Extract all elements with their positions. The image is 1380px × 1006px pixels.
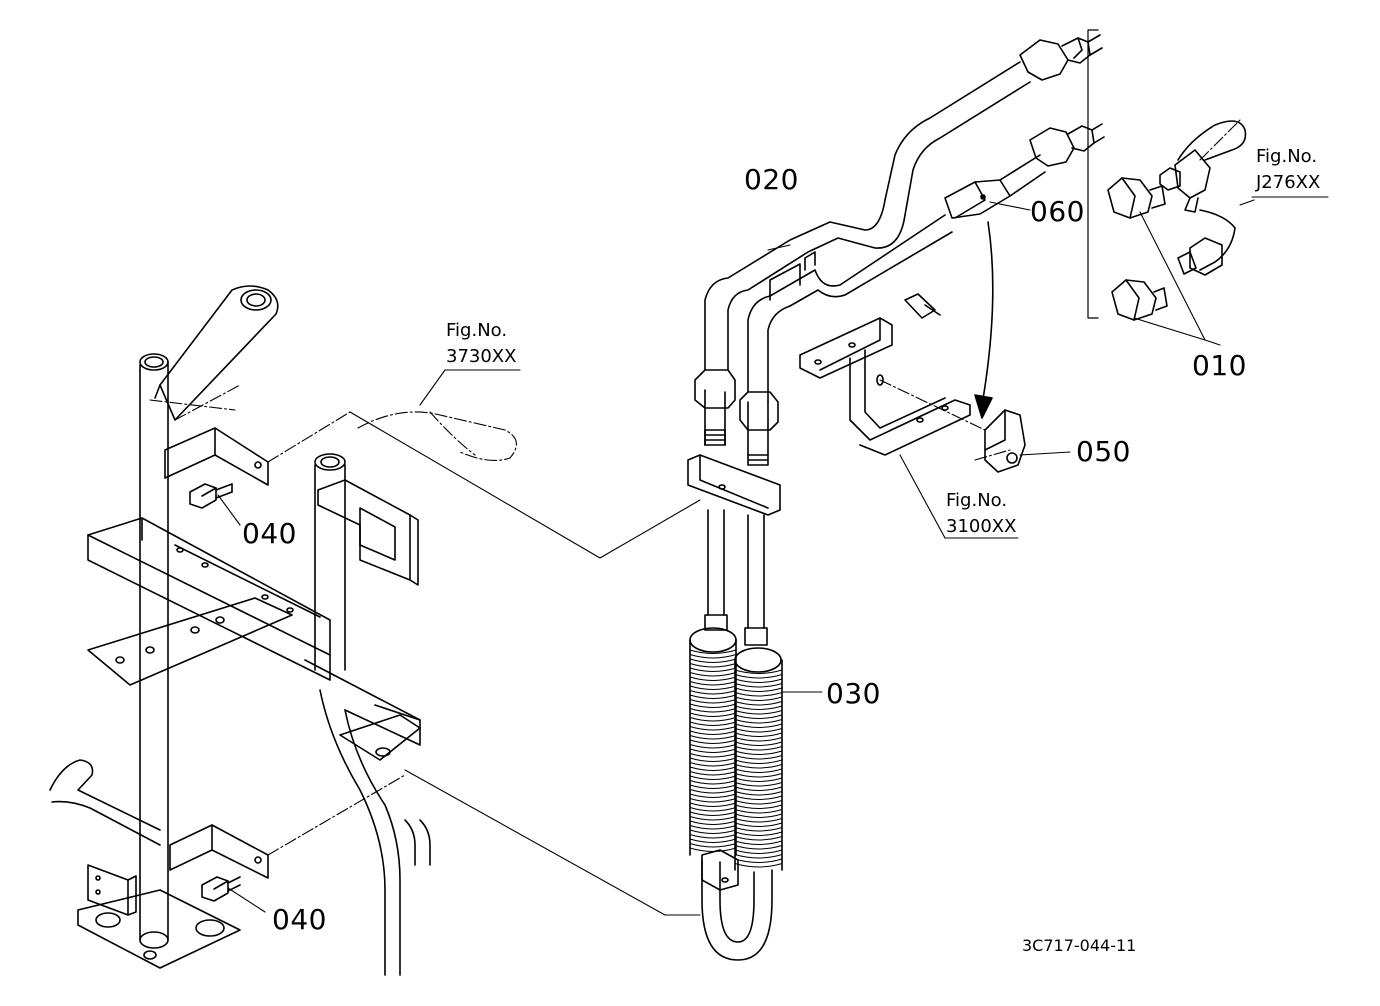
leader-lines <box>217 196 1329 916</box>
part-label-040-upper: 040 <box>242 517 297 550</box>
cooler-fins <box>689 649 783 868</box>
oil-cooler-assembly <box>687 369 783 961</box>
assembly-arrow <box>981 221 994 406</box>
figure-ref-3730-code: 3730XX <box>446 346 517 367</box>
part-label-060: 060 <box>1030 195 1085 228</box>
reference-lines <box>149 119 1241 856</box>
figure-ref-j276-prefix: Fig.No. <box>1256 146 1318 167</box>
figure-ref-3730-prefix: Fig.No. <box>446 320 508 341</box>
part-label-010: 010 <box>1192 349 1247 382</box>
figure-ref-3100-prefix: Fig.No. <box>946 490 1008 511</box>
figure-ref-3100-code: 3100XX <box>946 516 1017 537</box>
mount-bracket <box>799 293 971 456</box>
bolt-lower-icon <box>201 876 241 902</box>
arrow-head-icon <box>974 394 993 419</box>
part-label-050: 050 <box>1076 435 1131 468</box>
adapter-fittings <box>1087 29 1247 321</box>
figure-ref-j276-code: J276XX <box>1256 172 1321 193</box>
bolt-upper-icon <box>189 483 233 509</box>
frame-assembly <box>49 285 431 976</box>
drawing-id: 3C717-044-11 <box>1022 936 1137 955</box>
part-label-020: 020 <box>744 163 799 196</box>
pipe-clamp-icon <box>984 409 1026 473</box>
part-label-040-lower: 040 <box>272 903 327 936</box>
oil-pipes <box>704 34 1105 403</box>
part-label-030: 030 <box>826 677 881 710</box>
